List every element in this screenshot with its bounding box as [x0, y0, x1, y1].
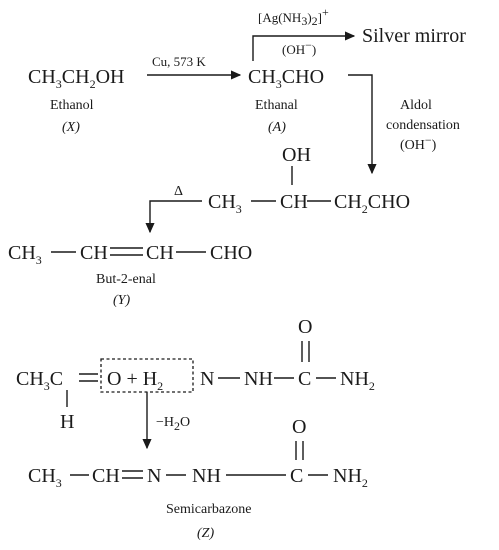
reactant-n-atom: N — [200, 368, 214, 390]
product-n-atom: N — [147, 465, 161, 487]
semicarbazone-name: Semicarbazone — [166, 502, 252, 517]
tollens-arrow — [252, 36, 354, 61]
product-carbonyl-c: C — [290, 465, 303, 487]
product-ch3: CH3 — [28, 465, 62, 490]
ethanol-formula: CH3CH2OH — [28, 66, 124, 91]
heat-symbol: Δ — [174, 184, 183, 199]
aldol-label-line1: Aldol — [400, 98, 432, 113]
aldol-oh-group: OH — [282, 144, 311, 166]
butenal-ch3: CH3 — [8, 242, 42, 267]
boxed-o-plus-h2: O + H2 — [107, 368, 163, 393]
reactant-nh-group: NH — [244, 368, 273, 390]
aldol-ch2cho: CH2CHO — [334, 191, 410, 216]
butenal-ch-2: CH — [146, 242, 174, 264]
semicarbazone-label: (Z) — [197, 526, 214, 541]
ethanal-label: (A) — [268, 120, 286, 135]
product-nh-group: NH — [192, 465, 221, 487]
silver-mirror-product: Silver mirror — [362, 25, 466, 47]
tollens-base: (OH−) — [282, 38, 316, 57]
reactant-h-atom: H — [60, 411, 74, 433]
butenal-ch-1: CH — [80, 242, 108, 264]
water-loss-label: −H2O — [156, 415, 190, 433]
product-nh2: NH2 — [333, 465, 368, 490]
reactant-carbonyl-c: C — [298, 368, 311, 390]
reactant-ch3c: CH3C — [16, 368, 63, 393]
ethanol-label: (X) — [62, 120, 80, 135]
oxidation-reagent: Cu, 573 K — [152, 54, 206, 69]
tollens-reagent: [Ag(NH3)2]+ — [258, 5, 329, 28]
ethanol-name: Ethanol — [50, 98, 94, 113]
product-carbonyl-o: O — [292, 416, 306, 438]
aldol-label-line2: condensation — [386, 118, 460, 133]
product-ch: CH — [92, 465, 120, 487]
ethanal-formula: CH3CHO — [248, 66, 324, 91]
butenal-name: But-2-enal — [96, 272, 156, 287]
heat-arrow — [150, 200, 202, 232]
reactant-carbonyl-o: O — [298, 316, 312, 338]
butenal-cho: CHO — [210, 242, 252, 264]
aldol-label-line3: (OH−) — [400, 133, 437, 153]
butenal-label: (Y) — [113, 293, 130, 308]
ethanal-name: Ethanal — [255, 98, 298, 113]
aldol-arrow — [348, 74, 372, 173]
aldol-ch3: CH3 — [208, 191, 242, 216]
aldol-ch: CH — [280, 191, 308, 213]
reactant-nh2: NH2 — [340, 368, 375, 393]
